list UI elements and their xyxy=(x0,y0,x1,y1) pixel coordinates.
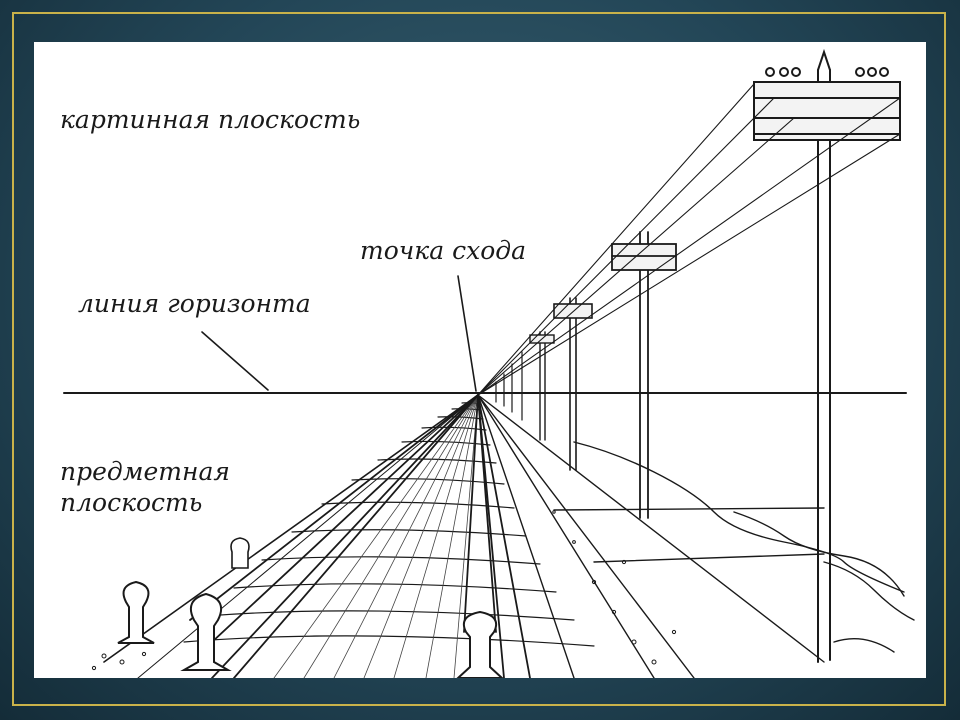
vanishing-point-label: точка схода xyxy=(360,236,526,265)
rail-joint xyxy=(230,537,250,569)
telegraph-pole-2 xyxy=(611,231,677,519)
telegraph-pole-far xyxy=(495,351,523,421)
vanishing-point-leader xyxy=(457,275,477,392)
rail-end-profile-left xyxy=(180,592,232,671)
rail-left xyxy=(189,394,479,678)
terrain xyxy=(573,441,915,653)
picture-plane-label: картинная плоскость xyxy=(60,105,361,134)
telegraph-wires xyxy=(477,83,901,396)
rail-end-profile-center xyxy=(456,610,504,678)
slide-frame xyxy=(12,12,946,706)
object-plane-label-line1: предметная xyxy=(60,457,230,486)
gravel xyxy=(91,510,677,671)
ballast-hatching xyxy=(273,394,479,678)
sleepers xyxy=(183,402,595,647)
perspective-drawing xyxy=(63,48,915,678)
telegraph-pole-near xyxy=(753,48,901,663)
object-plane-label-line2: плоскость xyxy=(60,488,203,517)
horizon-leader-line xyxy=(201,331,269,391)
rail-end-profile-far-left xyxy=(117,580,155,644)
perspective-illustration: картинная плоскость точка схода линия го… xyxy=(34,42,926,678)
rail-right xyxy=(463,394,531,678)
ballast-left-edge xyxy=(103,394,479,678)
object-plane-label: предметная плоскость xyxy=(60,456,230,518)
horizon-line-label: линия горизонта xyxy=(78,289,311,318)
embankment xyxy=(477,394,825,678)
telegraph-pole-4 xyxy=(529,331,555,441)
